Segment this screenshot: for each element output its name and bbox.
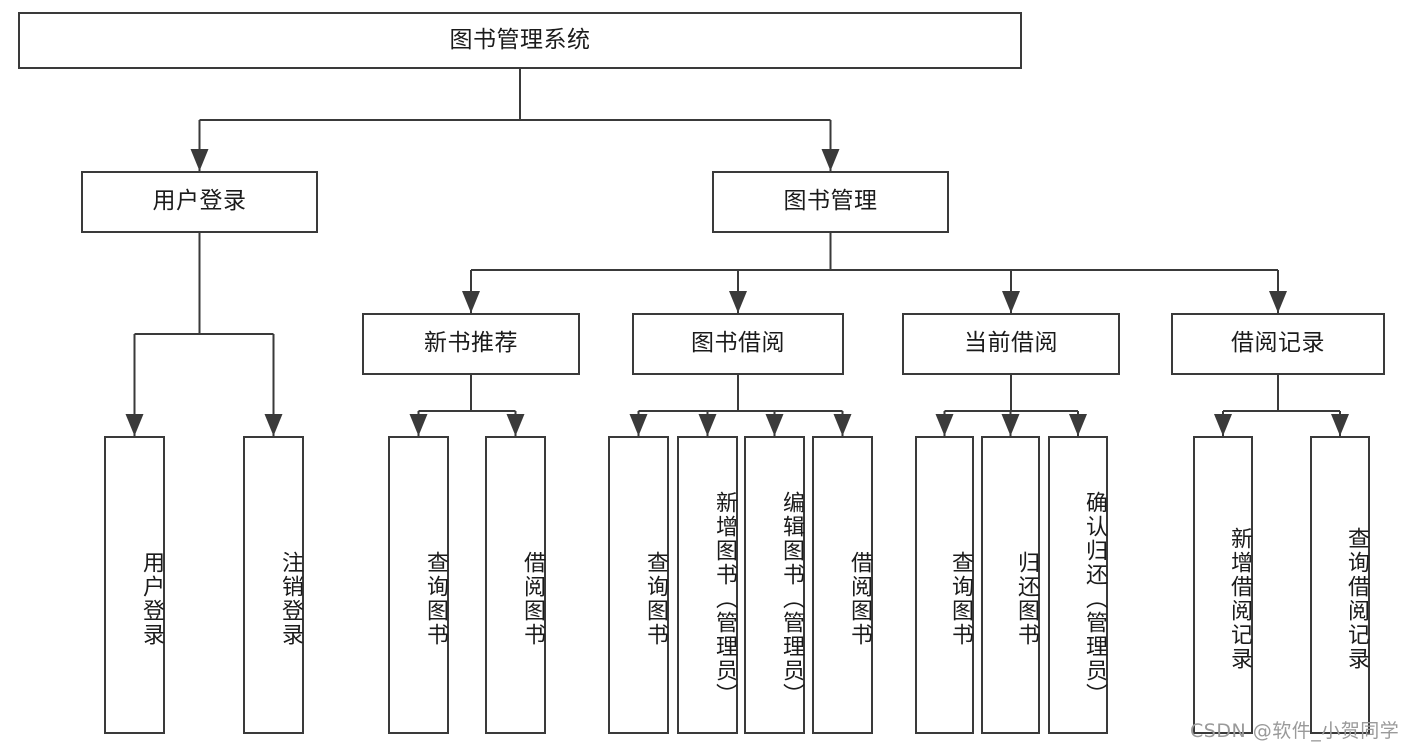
arrowhead-icon	[1001, 414, 1020, 436]
node-label-root: 图书管理系统	[449, 26, 591, 53]
node-label-current-borrow: 当前借阅	[964, 330, 1058, 357]
node-label-leaf-add-record: 新增借阅记录	[1227, 527, 1252, 671]
node-leaf-query-record[interactable]: 查询借阅记录	[1310, 436, 1370, 734]
node-label-borrow-record: 借阅记录	[1231, 330, 1325, 357]
node-leaf-logout[interactable]: 注销登录	[243, 436, 304, 734]
arrowhead-icon	[506, 414, 525, 436]
arrowhead-icon	[125, 414, 144, 436]
arrowhead-icon	[833, 414, 852, 436]
node-label-leaf-query-record: 查询借阅记录	[1344, 527, 1369, 671]
arrowhead-icon	[264, 414, 283, 436]
node-label-leaf-logout: 注销登录	[278, 551, 303, 647]
node-label-leaf-edit-book: 编辑图书（管理员）	[779, 491, 804, 707]
node-leaf-return-book[interactable]: 归还图书	[981, 436, 1040, 734]
node-book-borrow[interactable]: 图书借阅	[632, 313, 844, 375]
node-leaf-query-book[interactable]: 查询图书	[608, 436, 669, 734]
watermark: CSDN @软件_小贺同学	[1190, 720, 1400, 742]
node-label-leaf-confirm-return: 确认归还（管理员）	[1082, 491, 1107, 707]
node-leaf-confirm-return[interactable]: 确认归还（管理员）	[1048, 436, 1108, 734]
node-label-new-book-rec: 新书推荐	[424, 330, 518, 357]
node-user-login[interactable]: 用户登录	[81, 171, 318, 233]
node-book-manage[interactable]: 图书管理	[712, 171, 949, 233]
node-label-leaf-query-book-cur: 查询图书	[948, 551, 973, 647]
arrowhead-icon	[1269, 291, 1287, 313]
node-label-book-borrow: 图书借阅	[691, 330, 785, 357]
node-label-leaf-borrow-book: 借阅图书	[847, 551, 872, 647]
node-leaf-user-login[interactable]: 用户登录	[104, 436, 165, 734]
node-label-user-login: 用户登录	[152, 188, 247, 215]
node-label-book-manage: 图书管理	[783, 188, 878, 215]
node-leaf-borrow-book-rec[interactable]: 借阅图书	[485, 436, 546, 734]
arrowhead-icon	[698, 414, 717, 436]
node-leaf-add-record[interactable]: 新增借阅记录	[1193, 436, 1253, 734]
arrowhead-icon	[821, 149, 840, 171]
node-root[interactable]: 图书管理系统	[18, 12, 1022, 69]
arrowhead-icon	[765, 414, 784, 436]
arrowhead-icon	[1214, 414, 1232, 436]
arrowhead-icon	[190, 149, 209, 171]
node-label-leaf-add-book: 新增图书（管理员）	[712, 491, 737, 707]
arrowhead-icon	[629, 414, 648, 436]
arrowhead-icon	[935, 414, 954, 436]
node-borrow-record[interactable]: 借阅记录	[1171, 313, 1385, 375]
node-label-leaf-borrow-book-rec: 借阅图书	[520, 551, 545, 647]
node-label-leaf-query-book-rec: 查询图书	[423, 551, 448, 647]
node-new-book-rec[interactable]: 新书推荐	[362, 313, 580, 375]
node-label-leaf-return-book: 归还图书	[1014, 551, 1039, 647]
arrowhead-icon	[462, 291, 480, 313]
arrowhead-icon	[729, 291, 747, 313]
node-leaf-query-book-rec[interactable]: 查询图书	[388, 436, 449, 734]
node-label-leaf-query-book: 查询图书	[643, 551, 668, 647]
arrowhead-icon	[1331, 414, 1349, 436]
arrowhead-icon	[1002, 291, 1020, 313]
node-leaf-borrow-book[interactable]: 借阅图书	[812, 436, 873, 734]
node-label-leaf-user-login: 用户登录	[139, 551, 164, 647]
node-leaf-add-book[interactable]: 新增图书（管理员）	[677, 436, 738, 734]
node-leaf-edit-book[interactable]: 编辑图书（管理员）	[744, 436, 805, 734]
node-current-borrow[interactable]: 当前借阅	[902, 313, 1120, 375]
arrowhead-icon	[1069, 414, 1087, 436]
arrowhead-icon	[409, 414, 428, 436]
node-leaf-query-book-cur[interactable]: 查询图书	[915, 436, 974, 734]
